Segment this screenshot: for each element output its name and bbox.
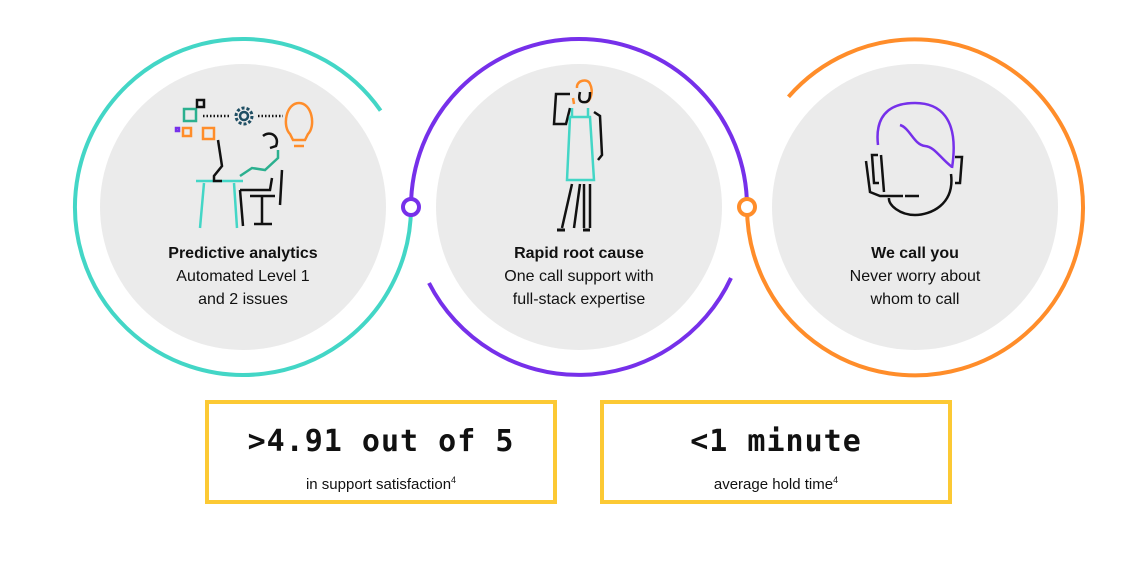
teal-ring: [73, 36, 413, 377]
stat-label: average hold time: [713, 476, 834, 493]
card-description-line: whom to call: [870, 291, 960, 308]
card-description-line: and 2 issues: [198, 291, 288, 308]
footnote-marker: 4: [833, 475, 839, 485]
purple-ring-top: [409, 37, 749, 208]
card-predictive-analytics: Predictive analytics Automated Level 1 a…: [100, 242, 386, 311]
card-background: [772, 64, 1058, 350]
card-title: Rapid root cause: [514, 245, 644, 262]
stat-satisfaction: >4.91 out of 5 in support satisfaction4: [205, 400, 557, 504]
orange-node: [737, 197, 757, 217]
headset-agent-icon: [864, 101, 964, 217]
card-title: We call you: [871, 245, 959, 262]
stat-value: >4.91 out of 5: [247, 424, 515, 459]
card-description-line: One call support with: [504, 268, 654, 285]
card-we-call-you: We call you Never worry about whom to ca…: [772, 242, 1058, 311]
card-background: [100, 64, 386, 350]
card-title: Predictive analytics: [168, 245, 318, 262]
card-rapid-root-cause: Rapid root cause One call support with f…: [436, 242, 722, 311]
stat-hold-time: <1 minute average hold time4: [600, 400, 952, 504]
stat-value: <1 minute: [690, 424, 862, 459]
person-at-computer-analytics-icon: [174, 98, 314, 229]
purple-ring-bottom: [427, 277, 733, 377]
card-description-line: Automated Level 1: [176, 268, 310, 285]
stat-label: in support satisfaction: [305, 476, 452, 493]
person-on-phone-icon: [552, 79, 604, 232]
footnote-marker: 4: [451, 475, 457, 485]
purple-node: [401, 197, 421, 217]
card-description-line: full-stack expertise: [512, 291, 646, 308]
orange-ring: [745, 37, 1085, 378]
card-description-line: Never worry about: [849, 268, 981, 285]
card-background: [436, 64, 722, 350]
